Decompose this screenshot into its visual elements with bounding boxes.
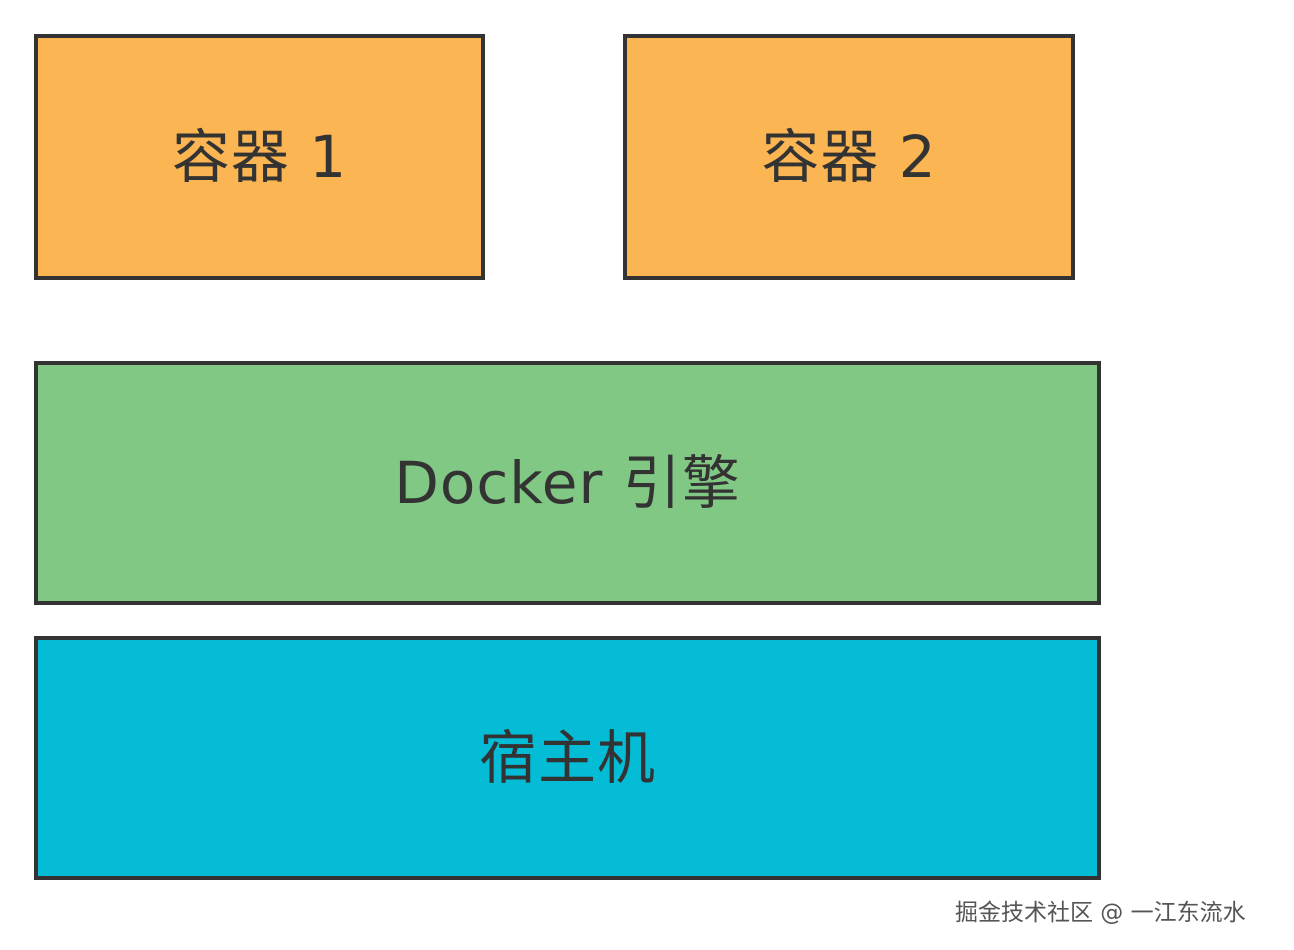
- container-2-box: 容器 2: [623, 34, 1075, 280]
- host-machine-label: 宿主机: [478, 724, 656, 792]
- container-1-label: 容器 1: [171, 123, 348, 191]
- docker-engine-box: Docker 引擎: [34, 361, 1101, 605]
- container-2-label: 容器 2: [761, 123, 937, 191]
- docker-engine-label: Docker 引擎: [394, 449, 741, 517]
- watermark-text: 掘金技术社区 @ 一江东流水: [955, 900, 1246, 926]
- host-machine-box: 宿主机: [34, 636, 1101, 880]
- container-1-box: 容器 1: [34, 34, 485, 280]
